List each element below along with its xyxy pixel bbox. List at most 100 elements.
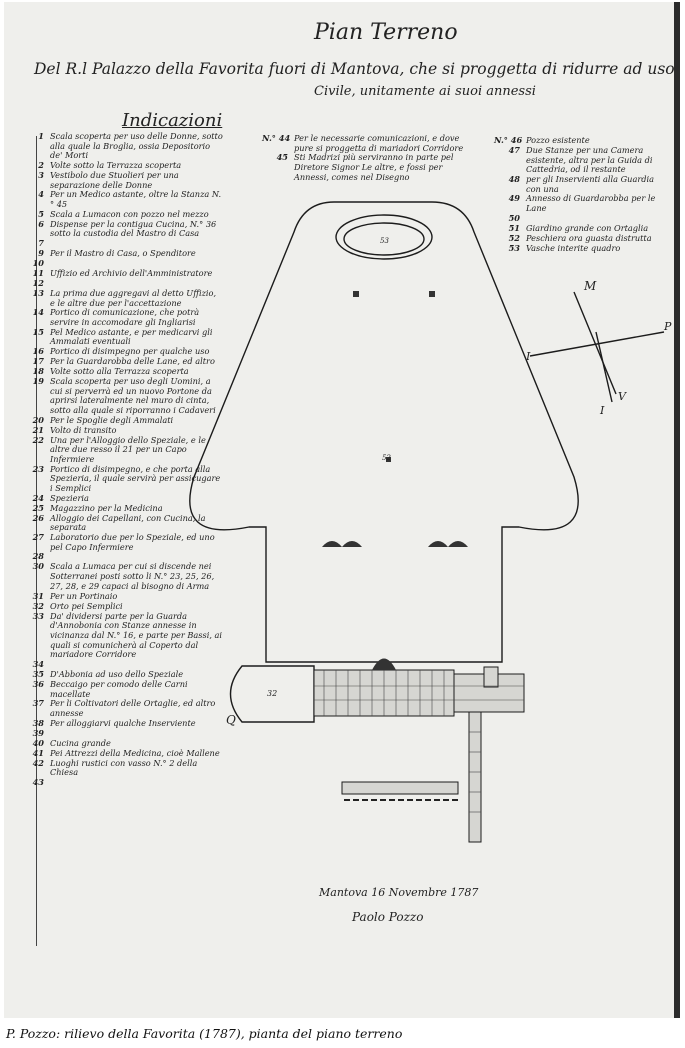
legend-entry: 35 D'Abbonia ad uso dello Speziale [18, 668, 223, 680]
legend-number: 11 [32, 268, 44, 279]
legend-text: Pei Attrezzi della Medicina, cioè Mallen… [50, 747, 220, 758]
legend-number: 37 [32, 698, 44, 709]
legend-number: 16 [32, 346, 44, 357]
legend-entry: 9 Per il Mastro di Casa, o Spenditore [18, 248, 223, 259]
legend-text: Per le Spoglie degli Ammalati [50, 414, 174, 425]
legend-number: N.° 46 [494, 135, 523, 145]
legend-entry: 17 Per la Guardarobba delle Lane, ed altr… [18, 356, 223, 367]
legend-number: 48 [508, 174, 520, 185]
indications-heading: Indicazioni [122, 110, 223, 131]
legend-text: Per la Guardarobba delle Lane, ed altro [50, 356, 215, 367]
legend-number: 2 [38, 160, 44, 171]
legend-entry: 11 Uffizio ed Archivio dell'Amministrator… [18, 268, 223, 279]
plan-subtitle-continued: Civile, unitamente ai suoi annessi [314, 84, 536, 99]
legend-text: Scala scoperta per uso degli Uomini, a c… [50, 376, 216, 416]
legend-number: 15 [32, 326, 44, 337]
legend-text: Volte sotto la Terrazza scoperta [50, 160, 182, 171]
garden-outline [189, 201, 579, 663]
legend-text: Per un Medico astante, oltre la Stanza N… [50, 189, 222, 210]
compass-v: V [618, 390, 627, 403]
legend-number: 18 [32, 366, 44, 377]
legend-number: 52 [508, 232, 520, 243]
oval-label: 53 [380, 237, 389, 245]
legend-number: 21 [32, 424, 44, 435]
legend-number: 9 [38, 248, 44, 259]
legend-number: 7 [38, 238, 44, 249]
legend-text: Peschiera ora guasta distrutta [526, 232, 652, 243]
legend-number: 17 [32, 356, 44, 367]
legend-entry: 4 Per un Medico astante, oltre la Stanza … [18, 189, 223, 210]
court-label: 52 [382, 454, 391, 462]
compass-line-a [573, 291, 617, 395]
legend-text: Per il Mastro di Casa, o Spenditore [50, 248, 196, 259]
legend-entry: 32 Orto pei Semplici [18, 600, 223, 612]
apse-left [229, 665, 315, 723]
chapel-dome [372, 658, 396, 670]
compass-p: P [663, 320, 672, 333]
legend-text: Orto pei Semplici [50, 600, 123, 611]
legend-number: 13 [32, 288, 44, 299]
legend-number: 19 [32, 376, 44, 387]
signature: Paolo Pozzo [352, 910, 424, 924]
legend-number: 30 [32, 561, 44, 572]
post-right [429, 291, 435, 297]
legend-entry: 2 Volte sotto la Terrazza scoperta [18, 160, 223, 171]
legend-number: 4 [38, 189, 44, 200]
south-wing [341, 781, 459, 795]
legend-text: Uffizio ed Archivio dell'Amministratore [50, 268, 213, 279]
legend-text: Giardino grande con Ortaglia [526, 222, 649, 233]
legend-text: D'Abbonia ad uso dello Speziale [50, 668, 184, 679]
legend-text: Scala scoperta per uso delle Donne, sott… [50, 131, 223, 161]
legend-text: Per un Portinaio [50, 590, 118, 601]
legend-number: N.° 44 [262, 133, 291, 143]
legend-text: Per li Coltivatori delle Ortaglie, ed al… [50, 698, 216, 718]
legend-entry: 19 Scala scoperta per uso degli Uomini, a… [18, 376, 223, 416]
legend-number: 43 [32, 776, 44, 787]
compass-line-b [529, 331, 665, 357]
legend-text: Alloggio dei Capellani, con Cucina, la s… [50, 512, 206, 533]
legend-entry: 28 [18, 552, 223, 562]
legend-number: 33 [32, 610, 44, 621]
legend-number: 32 [32, 600, 44, 611]
legend-number: 10 [32, 258, 44, 269]
post-left [353, 291, 359, 297]
legend-number: 49 [508, 193, 520, 204]
legend-number: 35 [32, 668, 44, 679]
legend-entry: 43 [18, 776, 223, 788]
legend-number: 39 [32, 727, 44, 738]
compass-m: M [583, 279, 597, 293]
legend-number: 47 [508, 145, 520, 155]
north-extension [483, 666, 499, 688]
legend-text: Una per l'Alloggio dello Speziale, e le … [50, 434, 206, 465]
legend-number: 27 [32, 532, 44, 543]
legend-text: Scala a Lumacon con pozzo nel mezzo [50, 208, 209, 219]
garden-label: 32 [267, 689, 277, 698]
fountain-left [322, 541, 362, 547]
legend-number: 36 [32, 678, 44, 689]
compass-i-bottom: I [599, 404, 605, 417]
legend-text: Magazzino per la Medicina [50, 502, 163, 513]
legend-text: Annesso di Guardarobba per le Lane [526, 193, 656, 214]
